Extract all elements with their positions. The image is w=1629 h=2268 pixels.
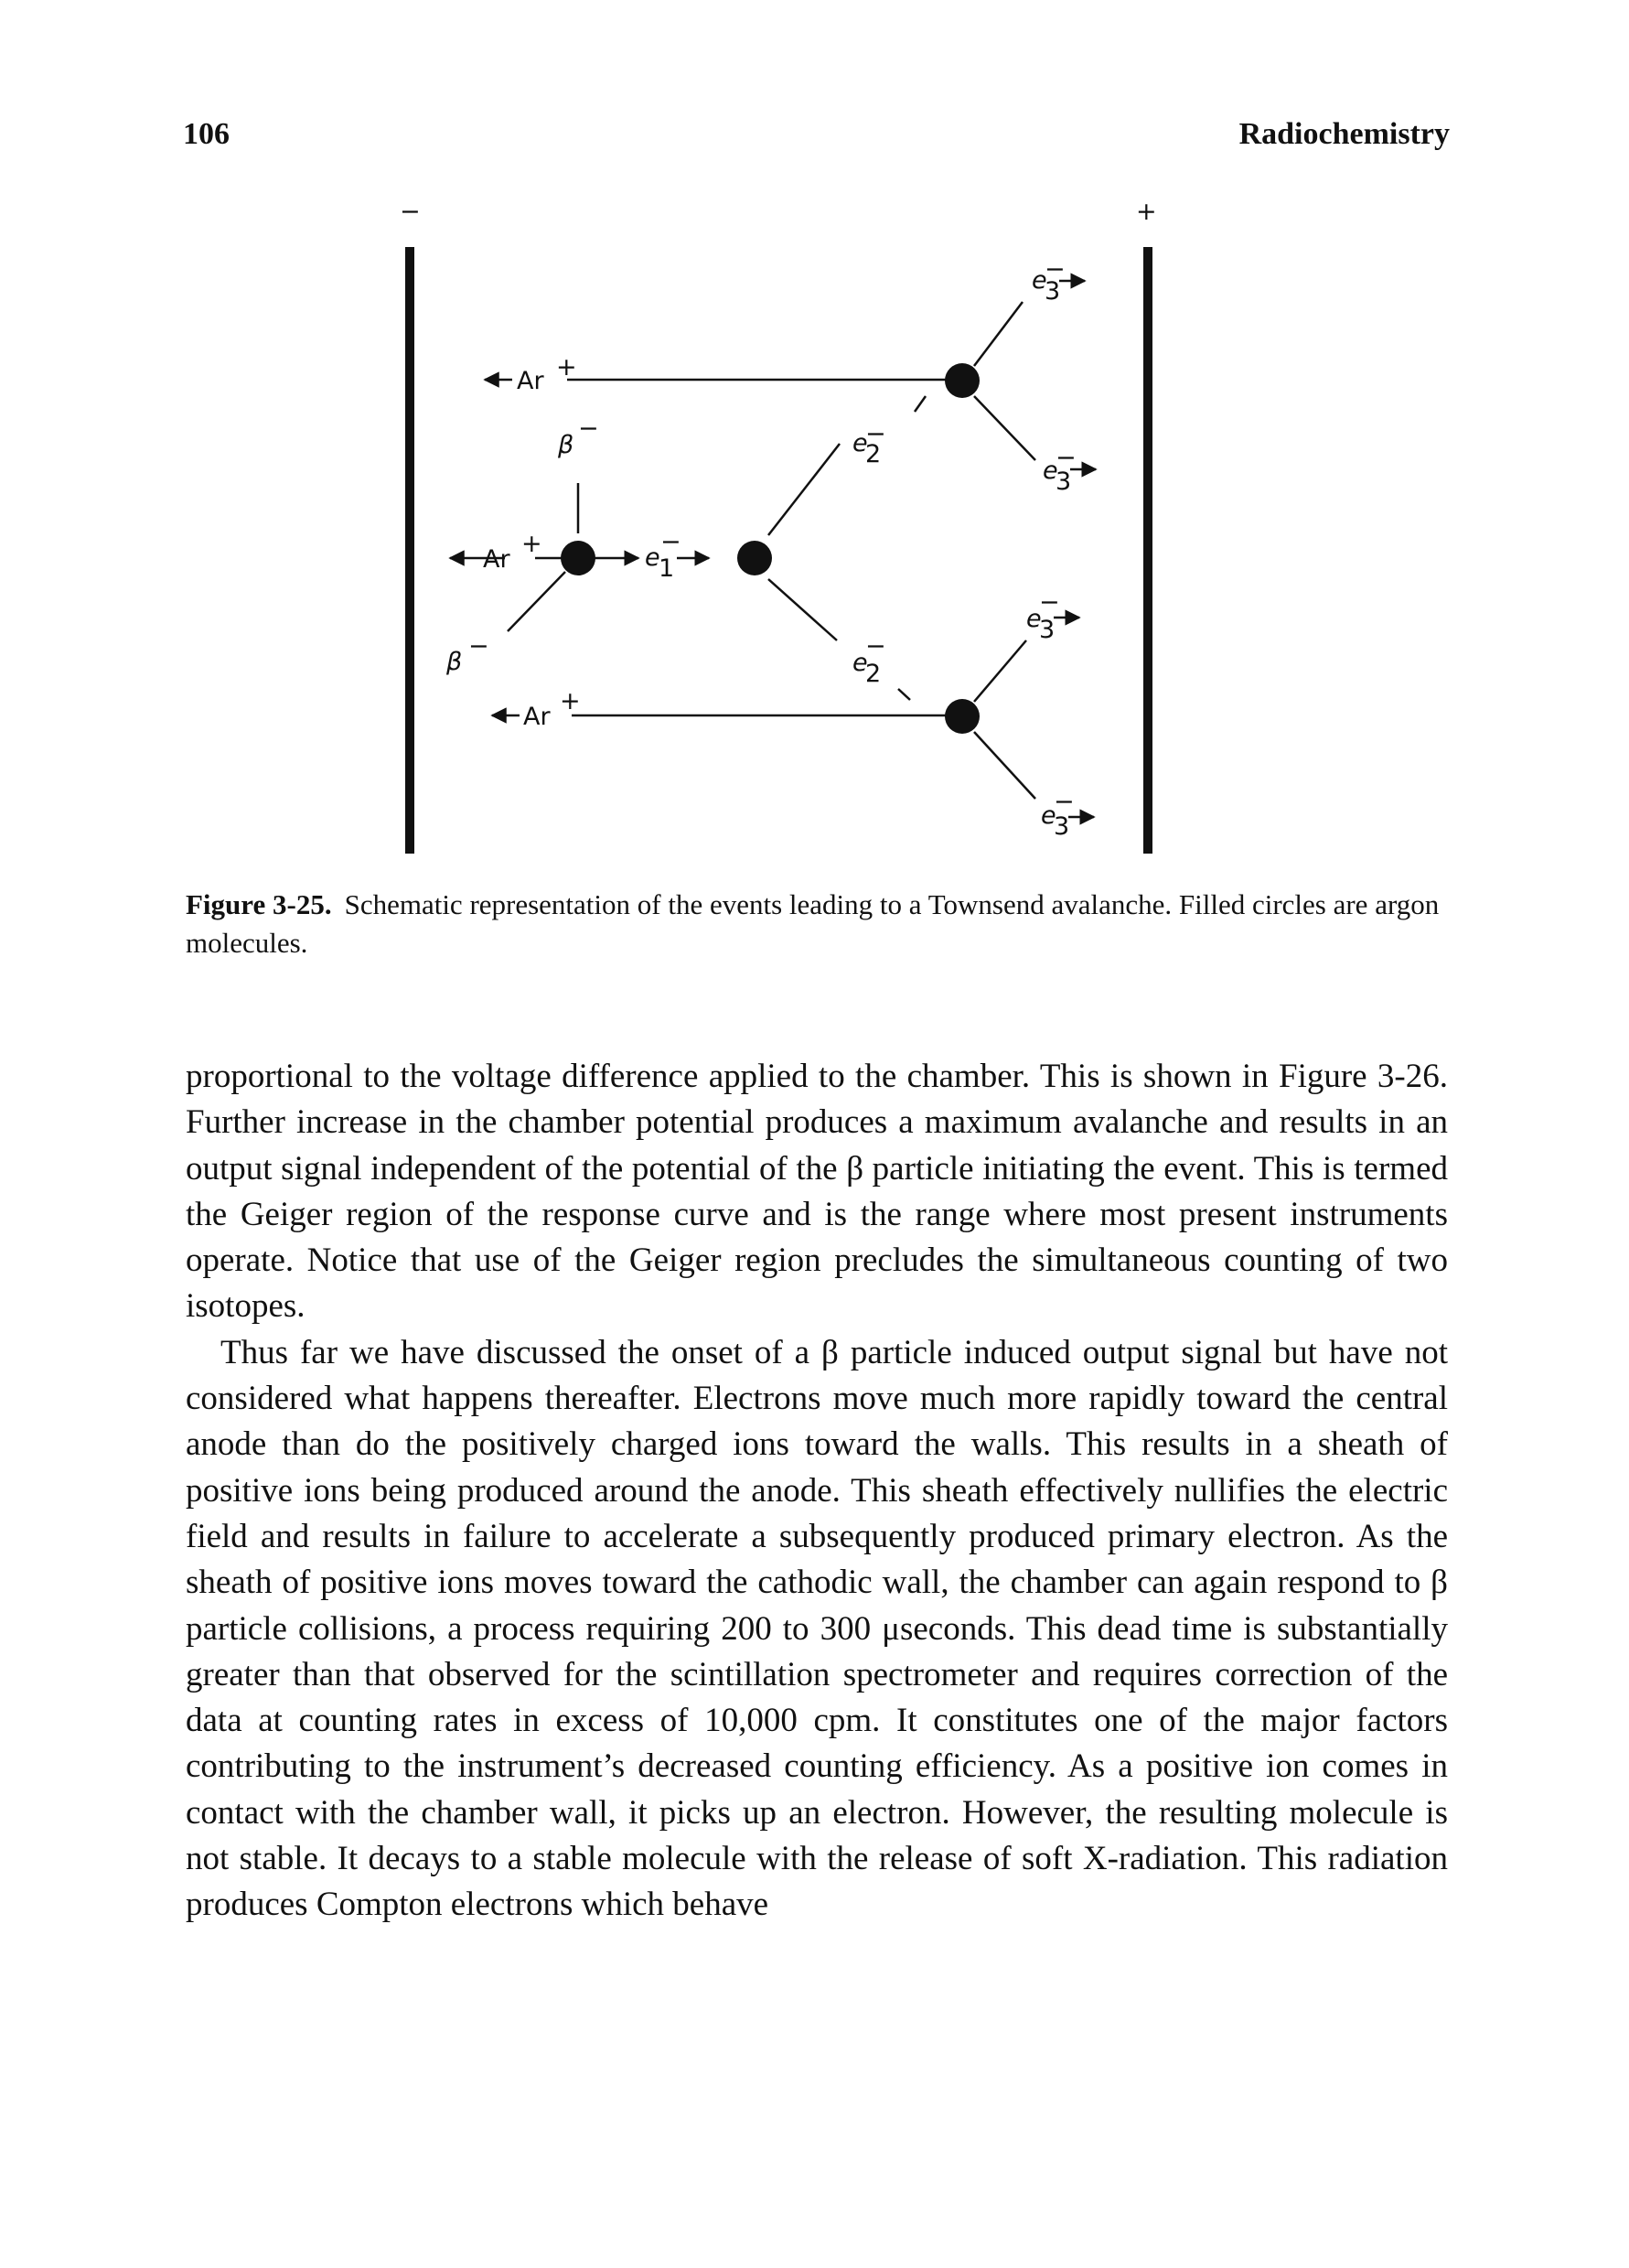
beta-label-bottom: β <box>445 648 462 676</box>
argon-molecule-primary <box>561 541 595 575</box>
electron-subscript-e3-c: 3 <box>1039 616 1055 644</box>
page-number: 106 <box>183 117 230 151</box>
e3-track-top-up <box>973 301 1023 367</box>
electron-label-e3-d: e <box>1041 801 1056 830</box>
argon-molecule-upper <box>945 363 980 398</box>
electron-charge-e3-b: − <box>1056 444 1077 472</box>
beta-charge-top: − <box>578 414 599 443</box>
electron-charge-e1: − <box>660 528 681 556</box>
electron-label-e2-upper: e <box>852 429 868 457</box>
argon-molecule-secondary <box>737 541 772 575</box>
electron-charge-e2-upper: − <box>865 420 886 448</box>
beta-label-top: β <box>557 431 573 459</box>
figure-caption: Figure 3-25.Schematic representation of … <box>186 886 1448 962</box>
electron-subscript-e3-b: 3 <box>1056 468 1071 496</box>
electron-label-e3-a: e <box>1032 266 1047 295</box>
electron-subscript-e3-d: 3 <box>1054 812 1069 841</box>
ar-ion-label-bottom: Ar <box>523 703 551 731</box>
figure-caption-text: Schematic representation of the events l… <box>186 888 1440 959</box>
argon-molecule-lower <box>945 699 980 734</box>
beta-charge-bottom: − <box>468 632 489 661</box>
electron-label-e3-b: e <box>1043 457 1058 485</box>
body-paragraph-2: Thus far we have discussed the onset of … <box>186 1333 1448 1924</box>
electron-charge-e2-lower: − <box>865 632 886 661</box>
e2-track-lower <box>767 578 838 641</box>
electron-label-e2-lower: e <box>852 649 868 677</box>
ar-ion-label-middle: Ar <box>483 545 510 574</box>
e2-track-upper <box>767 443 841 536</box>
beta-track-diagonal <box>507 571 566 632</box>
body-paragraph-1: proportional to the voltage difference a… <box>186 1058 1448 1326</box>
electron-subscript-e3-a: 3 <box>1045 277 1060 306</box>
positive-polarity-sign: + <box>1136 198 1157 226</box>
ar-ion-charge-middle: + <box>521 530 542 558</box>
ar-ion-label-top: Ar <box>517 367 544 395</box>
e2-track-lower-arrow <box>897 688 911 701</box>
electron-charge-e3-c: − <box>1039 588 1060 617</box>
e2-track-upper-arrow <box>913 395 927 413</box>
negative-polarity-sign: − <box>400 198 421 226</box>
electron-subscript-e2-lower: 2 <box>865 660 881 688</box>
e3-track-top-down <box>973 395 1036 461</box>
townsend-avalanche-figure: − + Ar + β − Ar + e 1 − β − e 2 − e 2 <box>366 188 1189 883</box>
running-head: Radiochemistry <box>1238 117 1450 151</box>
body-text: proportional to the voltage difference a… <box>186 1054 1448 1929</box>
electron-charge-e3-d: − <box>1054 788 1075 816</box>
electron-label-e1: e <box>645 543 660 572</box>
electron-subscript-e1: 1 <box>659 554 674 583</box>
e3-track-bottom-down <box>973 731 1036 800</box>
electron-charge-e3-a: − <box>1045 255 1066 284</box>
electron-label-e3-c: e <box>1026 605 1042 633</box>
running-header: 106 Radiochemistry <box>183 117 1450 163</box>
e3-track-bottom-up <box>973 640 1027 703</box>
electron-subscript-e2-upper: 2 <box>865 440 881 468</box>
figure-caption-label: Figure 3-25. <box>186 888 332 920</box>
ar-ion-charge-top: + <box>556 353 577 382</box>
ar-ion-charge-bottom: + <box>560 687 581 715</box>
avalanche-diagram: − + Ar + β − Ar + e 1 − β − e 2 − e 2 <box>400 198 1157 854</box>
